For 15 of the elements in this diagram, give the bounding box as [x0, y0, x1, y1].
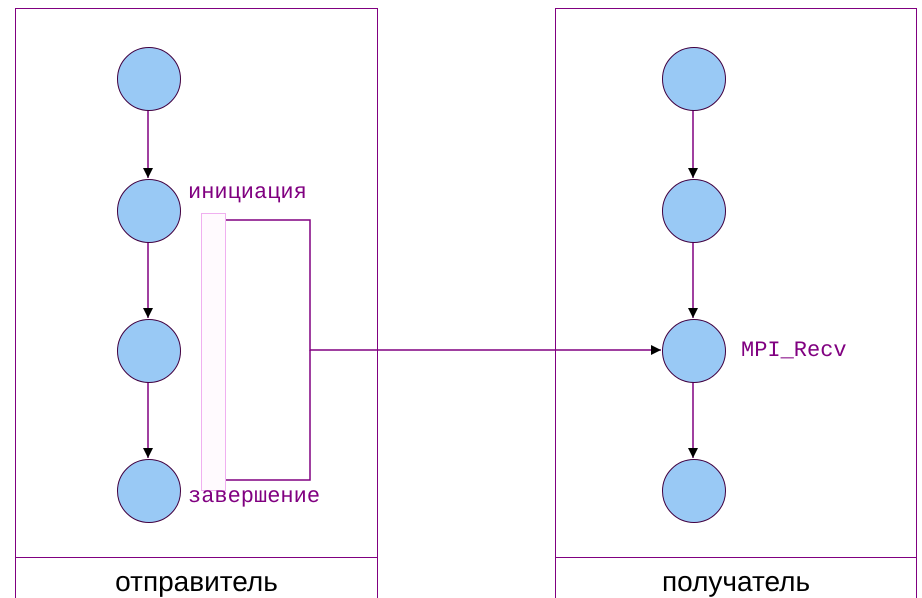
arrow — [225, 219, 661, 355]
lane-title: получатель — [556, 557, 916, 598]
annotation-label: инициация — [188, 180, 307, 205]
arrow — [688, 382, 698, 458]
lane-title: отправитель — [16, 557, 377, 598]
swimlane-panel — [15, 8, 378, 598]
annotation-label: завершение — [188, 484, 320, 509]
arrow — [143, 110, 153, 178]
arrow — [143, 382, 153, 458]
arrow — [143, 242, 153, 318]
annotation-label: MPI_Recv — [741, 338, 847, 363]
arrow — [688, 110, 698, 178]
activity-bar — [201, 213, 226, 491]
arrow — [688, 242, 698, 318]
swimlane-panel — [555, 8, 917, 598]
